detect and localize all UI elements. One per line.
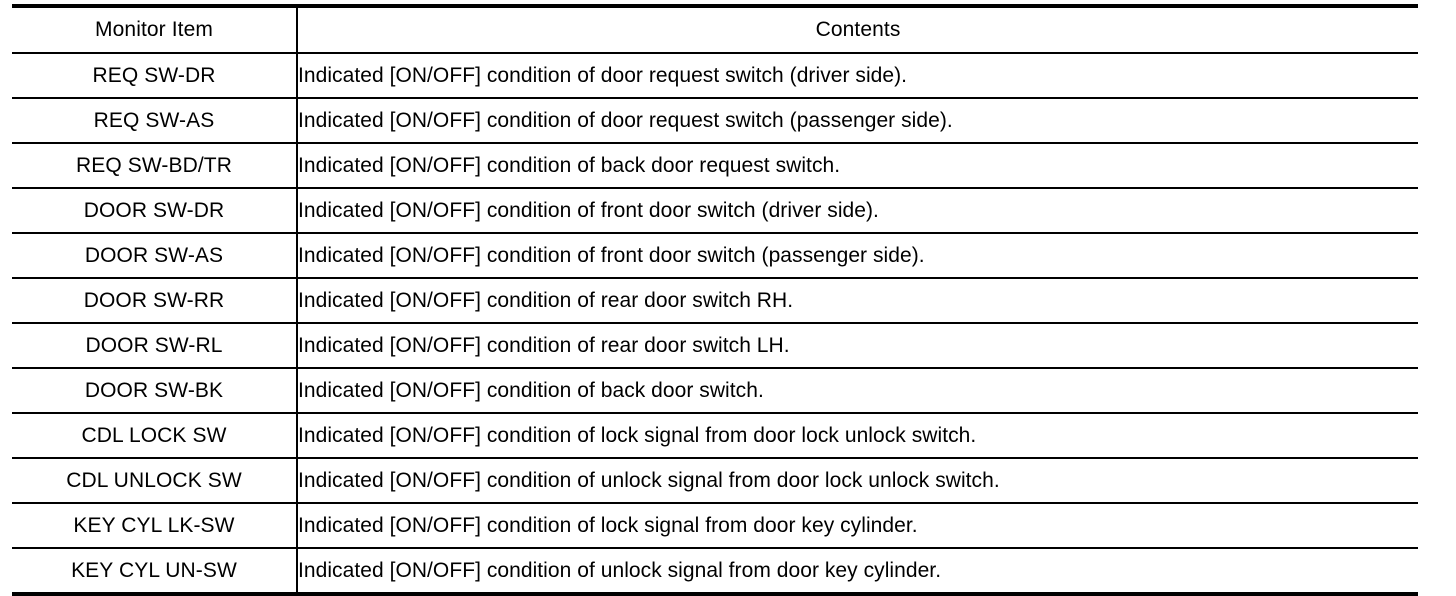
table-row: KEY CYL UN-SW Indicated [ON/OFF] conditio… [12,548,1418,594]
table-row: CDL LOCK SW Indicated [ON/OFF] condition … [12,413,1418,459]
table-row: REQ SW-DR Indicated [ON/OFF] condition of… [12,53,1418,99]
contents-cell: Indicated [ON/OFF] condition of lock sig… [297,413,1418,459]
monitor-item-cell: REQ SW-AS [12,98,298,144]
table-row: REQ SW-BD/TR Indicated [ON/OFF] condition… [12,143,1418,189]
monitor-item-label: CDL LOCK SW [81,424,227,447]
contents-text: Indicated [ON/OFF] condition of rear doo… [298,334,790,357]
monitor-item-cell: KEY CYL UN-SW [12,548,298,594]
contents-cell: Indicated [ON/OFF] condition of front do… [297,188,1418,234]
contents-cell: Indicated [ON/OFF] condition of lock sig… [297,503,1418,549]
monitor-table-container: Monitor Item Contents REQ SW-DR Indicated… [12,4,1418,596]
contents-cell: Indicated [ON/OFF] condition of rear doo… [297,323,1418,369]
contents-cell: Indicated [ON/OFF] condition of rear doo… [297,278,1418,324]
contents-text: Indicated [ON/OFF] condition of unlock s… [298,559,942,582]
contents-text: Indicated [ON/OFF] condition of front do… [298,199,879,222]
contents-text: Indicated [ON/OFF] condition of back doo… [298,379,764,402]
monitor-item-cell: DOOR SW-AS [12,233,298,279]
page-canvas: Monitor Item Contents REQ SW-DR Indicated… [12,4,1418,596]
table-body: REQ SW-DR Indicated [ON/OFF] condition of… [12,53,1418,594]
monitor-item-cell: DOOR SW-RR [12,278,298,324]
contents-text: Indicated [ON/OFF] condition of door req… [298,64,908,87]
monitor-item-cell: REQ SW-DR [12,53,298,99]
contents-text: Indicated [ON/OFF] condition of lock sig… [298,514,918,537]
monitor-item-label: DOOR SW-DR [83,199,225,222]
contents-cell: Indicated [ON/OFF] condition of unlock s… [297,458,1418,504]
column-header-monitor-item: Monitor Item [12,6,298,54]
table-row: DOOR SW-RL Indicated [ON/OFF] condition o… [12,323,1418,369]
table-header: Monitor Item Contents [12,6,1418,54]
contents-cell: Indicated [ON/OFF] condition of unlock s… [297,548,1418,594]
contents-cell: Indicated [ON/OFF] condition of back doo… [297,143,1418,189]
monitor-item-label: KEY CYL UN-SW [71,559,237,582]
contents-text: Indicated [ON/OFF] condition of lock sig… [298,424,977,447]
monitor-item-label: DOOR SW-RR [83,289,225,312]
contents-cell: Indicated [ON/OFF] condition of front do… [297,233,1418,279]
contents-cell: Indicated [ON/OFF] condition of door req… [297,53,1418,99]
monitor-item-cell: CDL UNLOCK SW [12,458,298,504]
table-row: DOOR SW-RR Indicated [ON/OFF] condition o… [12,278,1418,324]
table-row: KEY CYL LK-SW Indicated [ON/OFF] conditio… [12,503,1418,549]
monitor-item-label: REQ SW-DR [92,64,216,87]
table-row: DOOR SW-DR Indicated [ON/OFF] condition o… [12,188,1418,234]
table-row: DOOR SW-AS Indicated [ON/OFF] condition o… [12,233,1418,279]
table-row: CDL UNLOCK SW Indicated [ON/OFF] conditio… [12,458,1418,504]
monitor-item-cell: DOOR SW-RL [12,323,298,369]
contents-cell: Indicated [ON/OFF] condition of door req… [297,98,1418,144]
monitor-item-cell: REQ SW-BD/TR [12,143,298,189]
monitor-item-cell: CDL LOCK SW [12,413,298,459]
contents-text: Indicated [ON/OFF] condition of front do… [298,244,925,267]
table-row: DOOR SW-BK Indicated [ON/OFF] condition o… [12,368,1418,414]
table-header-row: Monitor Item Contents [12,6,1418,54]
contents-text: Indicated [ON/OFF] condition of rear doo… [298,289,794,312]
monitor-item-label: KEY CYL LK-SW [73,514,235,537]
table-row: REQ SW-AS Indicated [ON/OFF] condition of… [12,98,1418,144]
monitor-item-label: REQ SW-AS [93,109,215,132]
monitor-item-label: CDL UNLOCK SW [66,469,242,492]
column-header-contents: Contents [297,6,1418,54]
contents-text: Indicated [ON/OFF] condition of back doo… [298,154,841,177]
monitor-item-label: DOOR SW-RL [85,334,223,357]
monitor-item-cell: DOOR SW-BK [12,368,298,414]
monitor-item-label: DOOR SW-BK [84,379,224,402]
monitor-item-cell: DOOR SW-DR [12,188,298,234]
column-header-contents-label: Contents [815,18,901,41]
contents-text: Indicated [ON/OFF] condition of door req… [298,109,953,132]
monitor-item-label: DOOR SW-AS [84,244,224,267]
contents-cell: Indicated [ON/OFF] condition of back doo… [297,368,1418,414]
contents-text: Indicated [ON/OFF] condition of unlock s… [298,469,1000,492]
monitor-item-contents-table: Monitor Item Contents REQ SW-DR Indicated… [12,4,1418,596]
monitor-item-label: REQ SW-BD/TR [76,154,232,177]
monitor-item-cell: KEY CYL LK-SW [12,503,298,549]
column-header-monitor-item-label: Monitor Item [95,18,213,41]
